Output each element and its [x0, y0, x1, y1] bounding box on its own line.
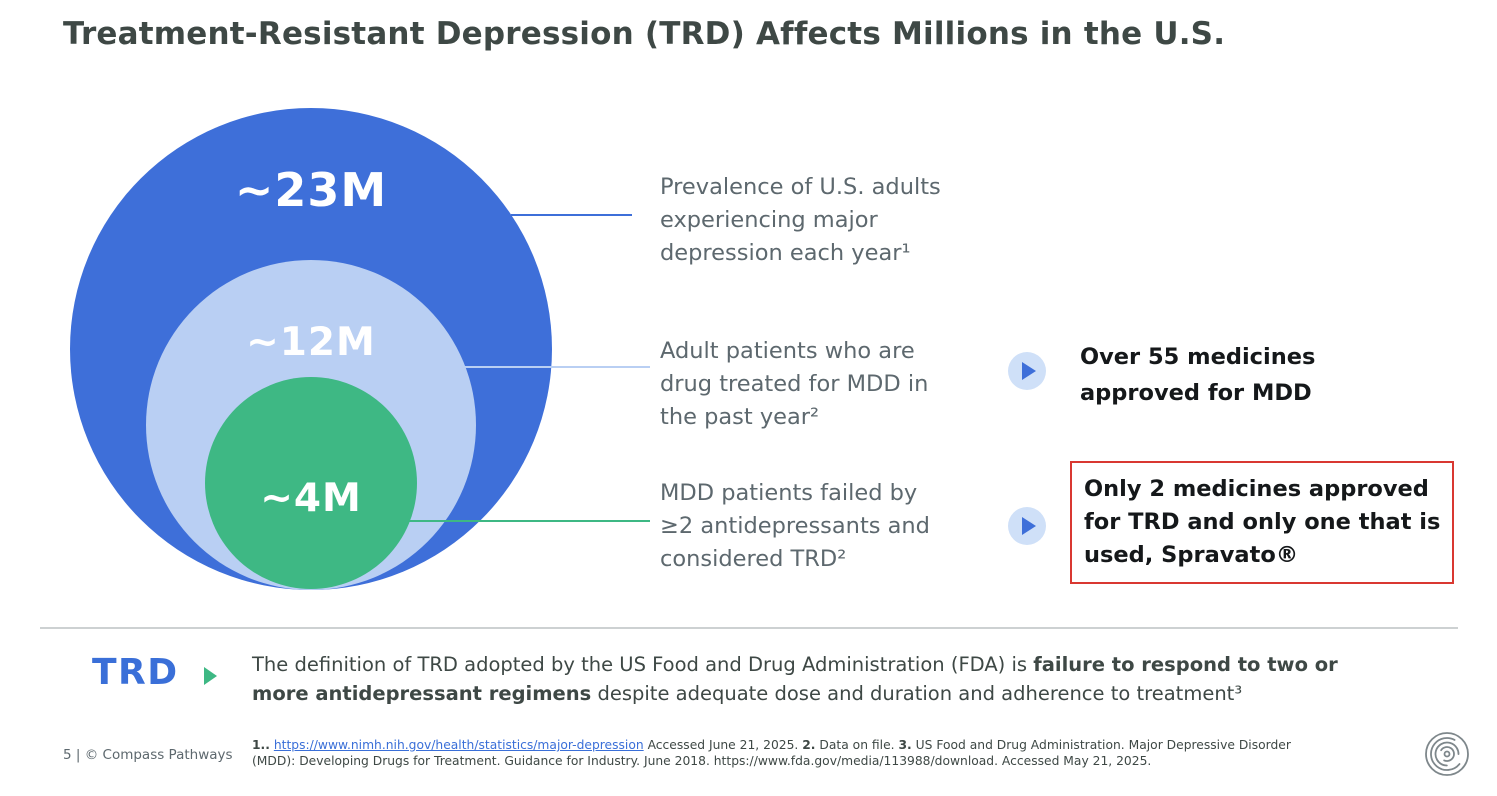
nimh-link[interactable]: https://www.nimh.nih.gov/health/statisti… — [273, 738, 644, 752]
play-triangle-icon — [1022, 362, 1036, 380]
circle-4m-label: ~4M — [260, 476, 362, 521]
page-number-footer: 5 | © Compass Pathways — [63, 747, 233, 763]
description-line: considered TRD² — [660, 546, 847, 572]
reference-line: (MDD): Developing Drugs for Treatment. G… — [252, 754, 1152, 768]
circle-4m — [205, 377, 417, 589]
description-line: depression each year¹ — [660, 240, 911, 266]
callout-trd-line: for TRD and only one that is — [1084, 509, 1441, 535]
trd-term: TRD — [92, 652, 179, 693]
callout-trd-box: Only 2 medicines approved for TRD and on… — [1070, 461, 1455, 584]
connector-line-12m — [460, 366, 650, 368]
description-line: drug treated for MDD in — [660, 371, 929, 397]
play-arrow-icon — [1008, 352, 1046, 390]
trd-definition: The definition of TRD adopted by the US … — [252, 650, 1338, 708]
callout-trd-line: used, Spravato® — [1084, 542, 1299, 568]
description-line: Prevalence of U.S. adults — [660, 174, 941, 200]
description-4m: MDD patients failed by ≥2 antidepressant… — [660, 477, 930, 576]
divider-line — [40, 627, 1458, 629]
callout-mdd-line: approved for MDD — [1080, 380, 1312, 406]
callout-trd-line: Only 2 medicines approved — [1084, 476, 1429, 502]
description-line: MDD patients failed by — [660, 480, 918, 506]
circle-12m-label: ~12M — [246, 320, 376, 365]
page-title: Treatment-Resistant Depression (TRD) Aff… — [63, 16, 1226, 52]
green-play-arrow-icon — [204, 667, 217, 685]
reference-line: 1.. https://www.nimh.nih.gov/health/stat… — [252, 737, 1291, 753]
definition-text-bold: more antidepressant regimens — [252, 682, 592, 705]
compass-logo-icon — [1422, 729, 1472, 779]
callout-mdd: Over 55 medicines approved for MDD — [1080, 339, 1315, 411]
reference-number: 1.. — [252, 738, 270, 752]
description-line: the past year² — [660, 404, 820, 430]
reference-text: Accessed June 21, 2025. — [647, 738, 799, 752]
callout-mdd-line: Over 55 medicines — [1080, 344, 1316, 370]
reference-number: 3. — [898, 738, 912, 752]
definition-text-bold: failure to respond to two or — [1033, 653, 1338, 676]
reference-text: Data on file. — [819, 738, 895, 752]
definition-text: The definition of TRD adopted by the US … — [252, 653, 1028, 676]
play-triangle-icon — [1022, 517, 1036, 535]
references: 1.. https://www.nimh.nih.gov/health/stat… — [252, 737, 1291, 769]
description-12m: Adult patients who are drug treated for … — [660, 335, 928, 434]
description-23m: Prevalence of U.S. adults experiencing m… — [660, 171, 941, 270]
definition-text: despite adequate dose and duration and a… — [597, 682, 1243, 705]
circle-23m-label: ~23M — [234, 163, 388, 217]
description-line: Adult patients who are — [660, 338, 915, 364]
reference-number: 2. — [802, 738, 816, 752]
definition-line: more antidepressant regimens despite ade… — [252, 679, 1338, 708]
play-arrow-icon — [1008, 507, 1046, 545]
description-line: experiencing major — [660, 207, 878, 233]
description-line: ≥2 antidepressants and — [660, 513, 930, 539]
connector-line-23m — [511, 214, 632, 216]
definition-line: The definition of TRD adopted by the US … — [252, 650, 1338, 679]
connector-line-4m — [408, 520, 650, 522]
reference-text: US Food and Drug Administration. Major D… — [915, 738, 1291, 752]
